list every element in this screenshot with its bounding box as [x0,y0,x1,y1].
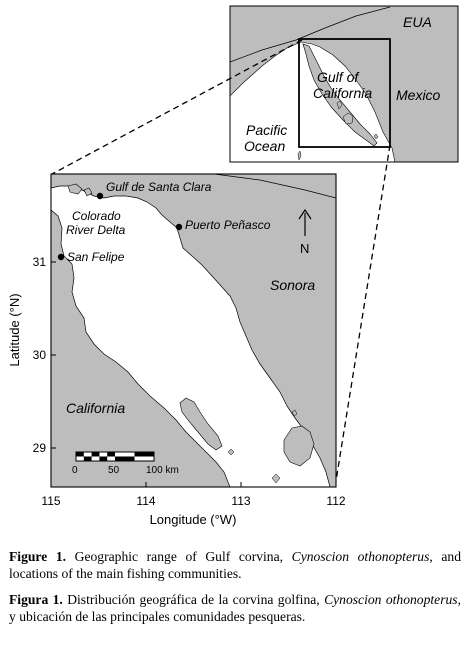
main-island-small-1 [271,473,281,484]
x-tick-label-114: 114 [136,494,155,508]
scale-label-0: 0 [72,465,78,476]
main-map-frame [50,173,337,488]
y-axis-ticks [51,261,56,449]
scale-seg-1 [76,452,84,457]
label-eua: EUA [403,14,432,30]
label-gulf-line2: California [313,85,372,101]
main-delta-island-2 [83,187,93,197]
label-mexico: Mexico [396,87,441,103]
figure-map-graphic: EUA Gulf of California Mexico Pacific Oc… [7,5,459,527]
x-tick-label-115: 115 [41,494,60,508]
y-tick-label-30: 30 [33,348,47,362]
scale-seg-7 [134,452,154,457]
scale-label-50: 50 [108,465,120,476]
caption-english-label: Figure 1. [9,549,67,564]
inset-extent-box [298,38,391,148]
inset-mainland [230,6,458,162]
caption-spanish: Figura 1. Distribución geográfica de la … [9,591,461,625]
caption-spanish-label: Figura 1. [9,592,63,607]
inset-international-border [230,6,391,63]
x-axis-ticks [50,482,337,487]
label-pacific-line1: Pacific [246,122,287,138]
main-international-border [213,174,336,199]
inset-island-tiburon [342,112,354,125]
north-arrow-head-icon [298,208,312,220]
inset-island-tip [297,150,302,161]
scale-seg-2 [83,456,92,461]
x-axis-title: Longitude (°W) [150,512,237,527]
place-label-gulf-de-santa-clara: Gulf de Santa Clara [106,180,212,194]
main-island-tiburon [283,425,315,467]
main-island-small-3 [291,409,298,417]
main-island-angel-de-la-guarda [179,397,223,451]
scale-seg-6 [115,456,135,461]
main-island-small-2 [227,448,235,456]
north-arrow-label: N [300,241,309,256]
label-sonora: Sonora [270,277,315,293]
scale-seg-3 [91,452,100,457]
main-baja-california [51,209,231,487]
marker-san-felipe [57,253,65,261]
inset-island-east [373,133,379,140]
x-tick-label-112: 112 [326,494,345,508]
y-tick-label-31: 31 [33,255,47,269]
caption-spanish-text-a: Distribución geográfica de la corvina go… [62,592,325,607]
north-arrow: N [298,208,312,256]
label-delta-line2: River Delta [66,223,126,237]
place-label-san-felipe: San Felipe [67,250,125,264]
inset-map: EUA Gulf of California Mexico Pacific Oc… [229,5,459,163]
x-tick-label-113: 113 [231,494,250,508]
inset-baja-peninsula [302,43,378,147]
connector-line-right [334,144,391,488]
caption-english-text-a: Geographic range of Gulf corvina, [66,549,292,564]
caption-spanish-text-b: , y ubicación de las principales comunid… [9,592,461,624]
place-label-puerto-penasco: Puerto Peñasco [185,218,271,232]
inset-map-frame [229,5,459,163]
scale-bar: 0 50 100 km [72,451,179,476]
scale-seg-5 [107,452,115,457]
caption-spanish-species: Cynoscion othonopterus [324,592,458,607]
main-delta-island-1 [67,183,83,195]
scale-label-100km: 100 km [146,465,179,476]
caption-english-text-b: , and locations of the main fishing comm… [9,549,461,581]
marker-puerto-penasco [175,223,183,231]
label-delta-line1: Colorado [72,209,121,223]
y-axis-title: Latitude (°N) [7,293,22,366]
scale-seg-4 [99,456,108,461]
y-tick-label-29: 29 [33,441,47,455]
main-map: Gulf de Santa Clara Puerto Peñasco San F… [7,173,346,527]
caption-english-species: Cynoscion othonopterus [291,549,430,564]
inset-island-angel [336,100,343,110]
caption-english: Figure 1. Geographic range of Gulf corvi… [9,548,461,582]
label-california: California [66,400,125,416]
label-pacific-line2: Ocean [244,138,285,154]
connector-line-left [51,39,303,175]
label-gulf-line1: Gulf of [317,69,360,85]
marker-gulf-de-santa-clara [96,192,104,200]
